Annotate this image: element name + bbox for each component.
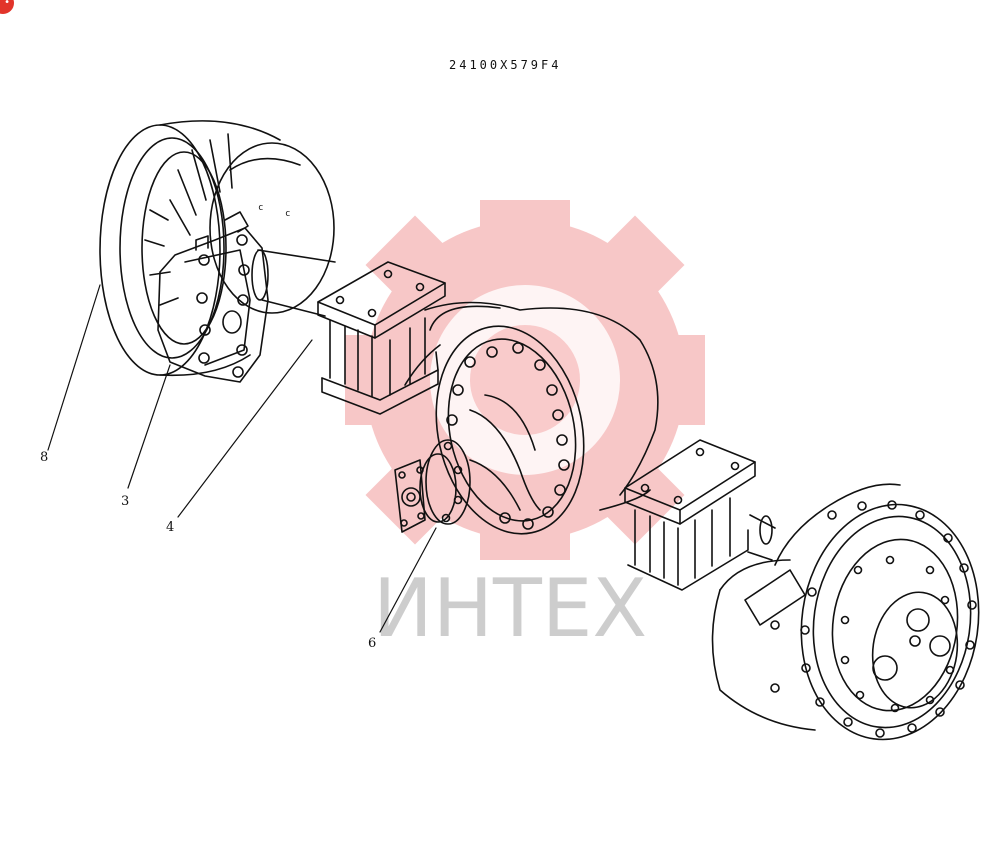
left-axle-tube [251, 249, 336, 317]
callout-3: 3 [121, 494, 130, 509]
watermark-text: ИНТЕХ [373, 562, 647, 655]
callout-8: 8 [40, 450, 49, 465]
right-wheel-hub [711, 483, 980, 741]
right-axle-tube [747, 514, 776, 561]
callout-4: 4 [166, 520, 175, 535]
callout-6: 6 [368, 636, 377, 651]
leader-lines [47, 284, 437, 633]
svg-text:c: c [285, 209, 290, 219]
left-wheel-hub: c c [99, 120, 335, 383]
differential-housing [404, 301, 659, 535]
right-spring-pad [624, 439, 756, 591]
notification-badge-icon[interactable]: • [0, 0, 14, 14]
pinion-flange [394, 439, 471, 533]
left-spring-pad [317, 261, 446, 415]
part-code-label: 24100X579F4 [449, 58, 562, 72]
svg-text:c: c [258, 203, 263, 213]
